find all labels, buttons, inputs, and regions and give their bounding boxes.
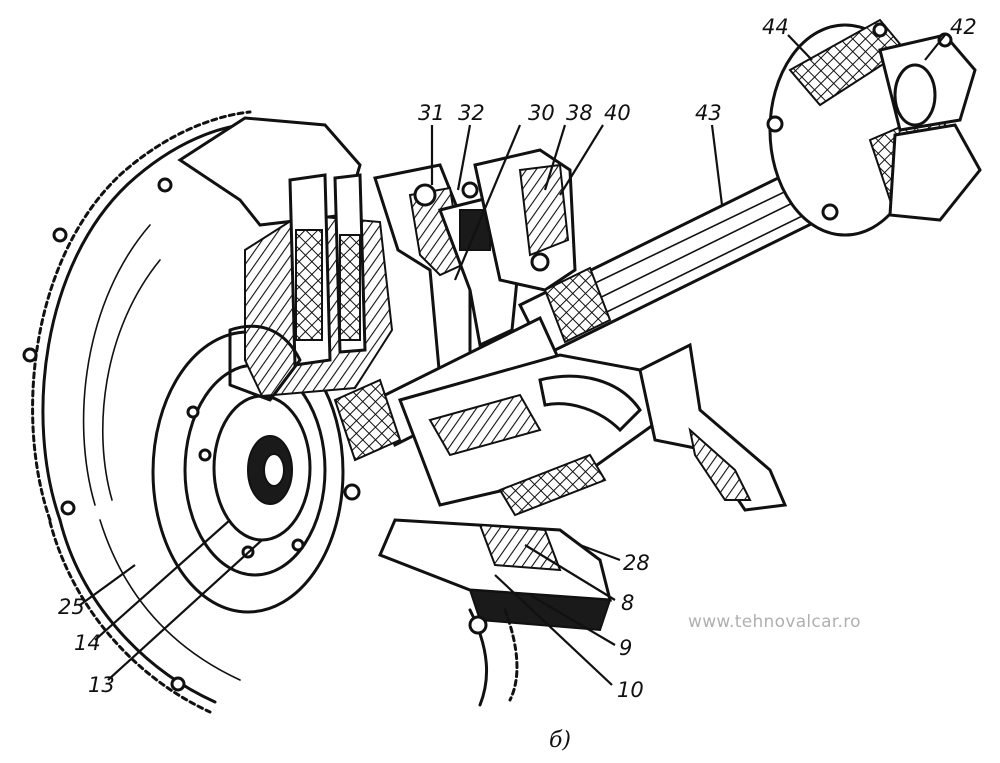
leader-38	[543, 124, 567, 191]
callout-10: 10	[617, 678, 644, 702]
release-arm	[638, 342, 788, 512]
brake-block	[473, 148, 577, 292]
shaft-splines	[543, 266, 612, 344]
callout-8: 8	[621, 591, 634, 615]
gear-segment	[503, 608, 519, 702]
friction-lining	[498, 453, 607, 517]
leader-32	[456, 124, 472, 191]
pressure-spring	[339, 234, 361, 341]
leader-lines	[79, 34, 946, 686]
flywheel-bolt	[52, 227, 68, 243]
leader-43	[710, 124, 724, 206]
pivot-bolt	[413, 183, 437, 207]
callout-13: 13	[88, 673, 115, 697]
universal-joint	[766, 18, 982, 237]
flywheel-bolt	[22, 347, 38, 363]
flywheel	[22, 110, 252, 714]
clutch-housing	[177, 116, 394, 402]
leader-42	[924, 34, 946, 61]
figure-caption: б)	[549, 728, 572, 753]
leader-9	[529, 594, 616, 646]
leader-8	[524, 544, 616, 601]
pressure-spring	[295, 229, 323, 341]
callout-25: 25	[58, 595, 85, 619]
callout-9: 9	[619, 636, 632, 660]
callout-32: 32	[458, 101, 485, 125]
callout-38: 38	[566, 101, 593, 125]
callout-40: 40	[604, 101, 631, 125]
leader-28	[579, 543, 621, 562]
callout-30: 30	[528, 101, 555, 125]
leader-44	[787, 34, 813, 61]
ring-gear-teeth	[31, 110, 252, 522]
watermark: www.tehnovalcar.ro	[688, 612, 861, 632]
leader-30	[453, 124, 522, 281]
leader-40	[559, 124, 604, 196]
callout-28: 28	[623, 551, 650, 575]
flywheel-bolt	[157, 177, 173, 193]
flywheel-bolt	[170, 676, 186, 692]
leader-10	[494, 574, 613, 686]
leader-14	[94, 519, 231, 641]
leader-13	[107, 539, 263, 681]
callout-44: 44	[762, 15, 789, 39]
callout-31: 31	[418, 101, 445, 125]
callout-42: 42	[950, 15, 977, 39]
leader-25	[79, 564, 136, 606]
callout-14: 14	[74, 631, 101, 655]
flywheel-bolt	[60, 500, 76, 516]
callout-labels: 44 42 31 32 30 38 40 43 28 8 9 10 25 14 …	[58, 15, 977, 702]
callout-43: 43	[695, 101, 722, 125]
